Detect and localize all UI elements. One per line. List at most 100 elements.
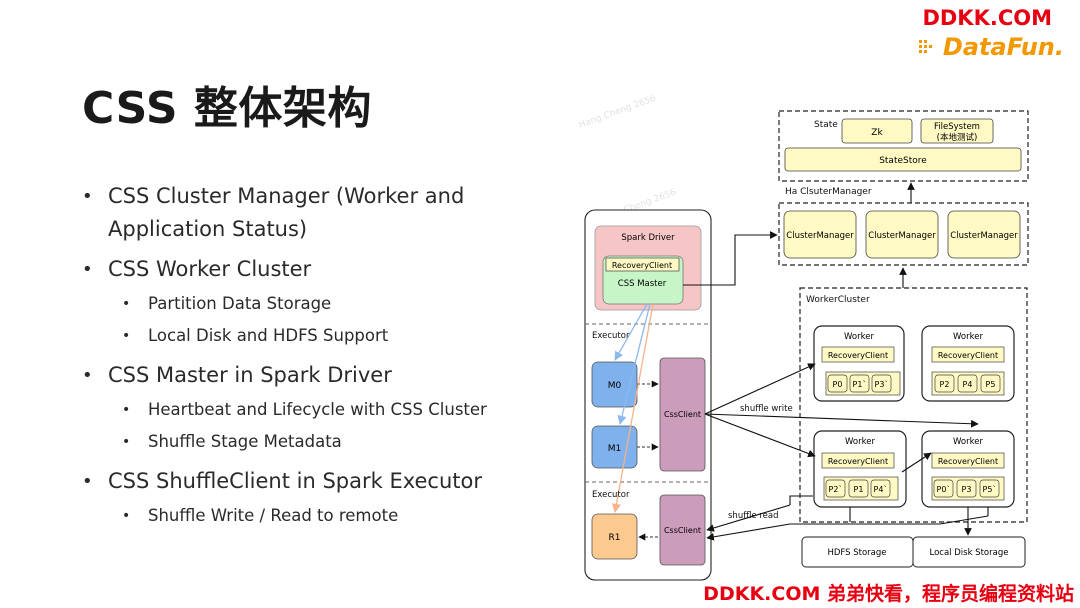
sub-bullet-item: Heartbeat and Lifecycle with CSS Cluster (108, 394, 502, 426)
filesystem-label: FileSystem (934, 122, 980, 132)
state-label: State (814, 120, 838, 130)
shuffle-write-label: shuffle write (740, 404, 793, 414)
shuffle-read-label: shuffle read (728, 511, 779, 521)
partition-label: P1` (853, 379, 867, 389)
hdfs-storage-label: HDFS Storage (827, 548, 886, 558)
recovery-client-label: RecoveryClient (938, 457, 998, 466)
replication-arrow (901, 452, 932, 473)
master-to-m1-arrow (617, 303, 651, 425)
bullet-item: CSS Worker Cluster Partition Data Storag… (82, 253, 502, 352)
faint-watermark: Hang Cheng 2656 (578, 94, 658, 131)
executor-label: Executor (592, 331, 630, 341)
recovery-client-box (821, 346, 895, 363)
r1-label: R1 (609, 533, 621, 543)
css-master-label: CSS Master (618, 279, 667, 289)
master-to-m0-arrow (614, 303, 648, 361)
partition-box (870, 479, 891, 498)
worker-label: Worker (953, 332, 983, 342)
recovery-client-box (821, 452, 895, 469)
reduce-task-r1 (591, 513, 638, 560)
cluster-manager-label: ClusterManager (868, 231, 936, 241)
partition-label: P0 (833, 380, 843, 389)
partition-label: P4` (874, 484, 888, 494)
recovery-client-label: RecoveryClient (612, 261, 672, 270)
worker-label: Worker (953, 437, 983, 447)
logo-text: DataFun. (942, 33, 1064, 61)
cluster-manager-label: ClusterManager (950, 231, 1018, 241)
cluster-manager-box (783, 210, 857, 259)
partition-box (957, 374, 978, 393)
shuffle-read-arrow (706, 504, 791, 532)
local-disk-storage-box (912, 536, 1026, 568)
master-to-cluster-manager-arrow (683, 231, 778, 286)
css-client-label: CssClient (664, 526, 701, 535)
partition-label: P1 (854, 485, 864, 494)
executor-label: Executor (592, 490, 630, 500)
partition-label: P3` (875, 379, 889, 389)
bullet-text: CSS Cluster Manager (Worker and Applicat… (108, 184, 465, 241)
partition-box (825, 479, 846, 498)
worker-cluster-label: WorkerCluster (806, 295, 870, 305)
watermark-bottom: DDKK.COM 弟弟快看，程序员编程资料站 (703, 583, 1074, 605)
worker-label: Worker (844, 332, 874, 342)
partition-box (848, 479, 869, 498)
master-to-r1-arrow (611, 303, 654, 513)
recovery-client-box (605, 257, 680, 272)
recovery-client-label: RecoveryClient (938, 351, 998, 360)
partition-box (827, 374, 848, 393)
partition-box (956, 479, 977, 498)
bullet-text: CSS ShuffleClient in Spark Executor (108, 469, 483, 493)
partition-label: P0` (937, 484, 951, 494)
cluster-manager-box (947, 210, 1021, 259)
shuffle-write-arrow (704, 413, 979, 428)
ha-label: Ha ClsuterManager (785, 187, 872, 197)
bullet-text: CSS Worker Cluster (108, 257, 312, 281)
partition-label: P5 (986, 380, 996, 389)
m1-label: M1 (608, 444, 622, 454)
shuffle-write-arrow (704, 413, 816, 458)
partition-label: P5` (983, 484, 997, 494)
shuffle-write-arrow (704, 363, 816, 415)
partition-box (980, 374, 1001, 393)
partition-label: P2 (940, 380, 950, 389)
partition-box (849, 374, 870, 393)
datafun-logo: DataFun. (918, 30, 1064, 64)
spark-driver-label: Spark Driver (621, 233, 675, 243)
zk-box (841, 118, 913, 144)
local-disk-storage-label: Local Disk Storage (930, 548, 1009, 558)
sub-bullet-item: Partition Data Storage (108, 288, 502, 320)
partition-label: P4 (963, 380, 973, 389)
bullet-item: CSS Cluster Manager (Worker and Applicat… (82, 180, 502, 246)
partition-label: P2` (829, 484, 843, 494)
sub-bullet-item: Shuffle Stage Metadata (108, 426, 502, 458)
partition-label: P3 (962, 485, 972, 494)
recovery-client-label: RecoveryClient (828, 351, 888, 360)
shuffle-read-arrow (706, 515, 989, 541)
statestore-label: StateStore (879, 156, 927, 166)
statestore-box (784, 147, 1022, 172)
m0-label: M0 (608, 381, 622, 391)
recovery-client-label: RecoveryClient (828, 457, 888, 466)
partition-box (871, 374, 892, 393)
partition-box (933, 479, 954, 498)
shuffle-read-line (789, 495, 813, 505)
bullet-text: CSS Master in Spark Driver (108, 363, 392, 387)
watermark-top: DDKK.COM (922, 6, 1052, 30)
cluster-manager-label: ClusterManager (786, 231, 854, 241)
filesystem-sublabel: (本地测试) (937, 132, 978, 143)
sub-bullet-item: Local Disk and HDFS Support (108, 320, 502, 352)
filesystem-box (920, 118, 994, 144)
slide-title: CSS 整体架构 (82, 83, 372, 134)
partition-box (934, 374, 955, 393)
datafun-dots-icon (918, 40, 932, 53)
bullet-item: CSS ShuffleClient in Spark Executor Shuf… (82, 465, 502, 532)
partition-box (979, 479, 1000, 498)
sub-bullet-item: Shuffle Write / Read to remote (108, 500, 502, 532)
recovery-client-box (931, 346, 1005, 363)
css-client-label: CssClient (664, 410, 701, 419)
css-client-box (659, 494, 706, 566)
recovery-client-box (931, 452, 1005, 469)
bullet-item: CSS Master in Spark Driver Heartbeat and… (82, 359, 502, 458)
cluster-manager-box (865, 210, 939, 259)
